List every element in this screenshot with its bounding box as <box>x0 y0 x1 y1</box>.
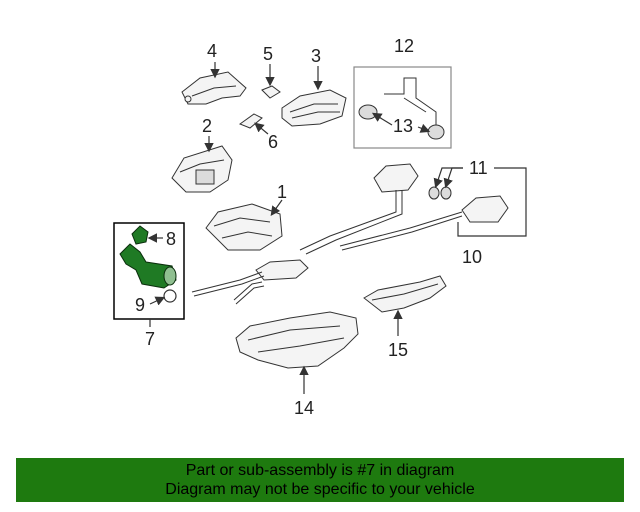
callout-10: 10 <box>462 247 482 267</box>
callout-2: 2 <box>202 116 212 136</box>
part-9-gasket-ring[interactable] <box>163 289 177 303</box>
exhaust-pipe-assembly[interactable] <box>191 163 509 305</box>
part-5-gasket[interactable] <box>261 85 281 99</box>
part-11-isolators[interactable] <box>428 186 452 200</box>
part-4-heat-shield[interactable] <box>181 71 247 105</box>
part-12-hanger[interactable] <box>384 77 437 126</box>
part-15-heat-shield[interactable] <box>363 275 447 313</box>
part-6-bracket[interactable] <box>238 113 263 129</box>
banner-line-1: Part or sub-assembly is #7 in diagram <box>185 462 455 479</box>
callout-4: 4 <box>207 41 217 61</box>
callout-box-12 <box>353 66 452 149</box>
part-2-exhaust-manifold[interactable] <box>171 145 233 193</box>
callout-9: 9 <box>135 295 145 315</box>
part-1-exhaust-manifold[interactable] <box>205 203 283 251</box>
callout-11: 11 <box>469 158 488 178</box>
callout-15: 15 <box>388 340 408 360</box>
callout-14: 14 <box>294 398 314 418</box>
callout-6: 6 <box>268 132 278 152</box>
callout-3: 3 <box>311 46 321 66</box>
part-14-heat-shield[interactable] <box>235 311 359 369</box>
exhaust-parts-diagram: 4 5 3 6 2 1 12 13 <box>113 36 527 418</box>
part-3-heat-shield[interactable] <box>281 89 347 127</box>
part-7-catalytic-converter[interactable] <box>119 243 177 289</box>
callout-box-7 <box>113 222 185 320</box>
callout-13: 13 <box>393 116 413 136</box>
part-8-gasket[interactable] <box>131 225 149 245</box>
callout-5: 5 <box>263 44 273 64</box>
callout-1: 1 <box>277 182 287 202</box>
banner-line-2: Diagram may not be specific to your vehi… <box>165 481 475 498</box>
callout-8: 8 <box>166 229 176 249</box>
callout-7: 7 <box>145 329 155 349</box>
callout-12: 12 <box>394 36 414 56</box>
part-notice-banner: Part or sub-assembly is #7 in diagram Di… <box>16 458 624 502</box>
